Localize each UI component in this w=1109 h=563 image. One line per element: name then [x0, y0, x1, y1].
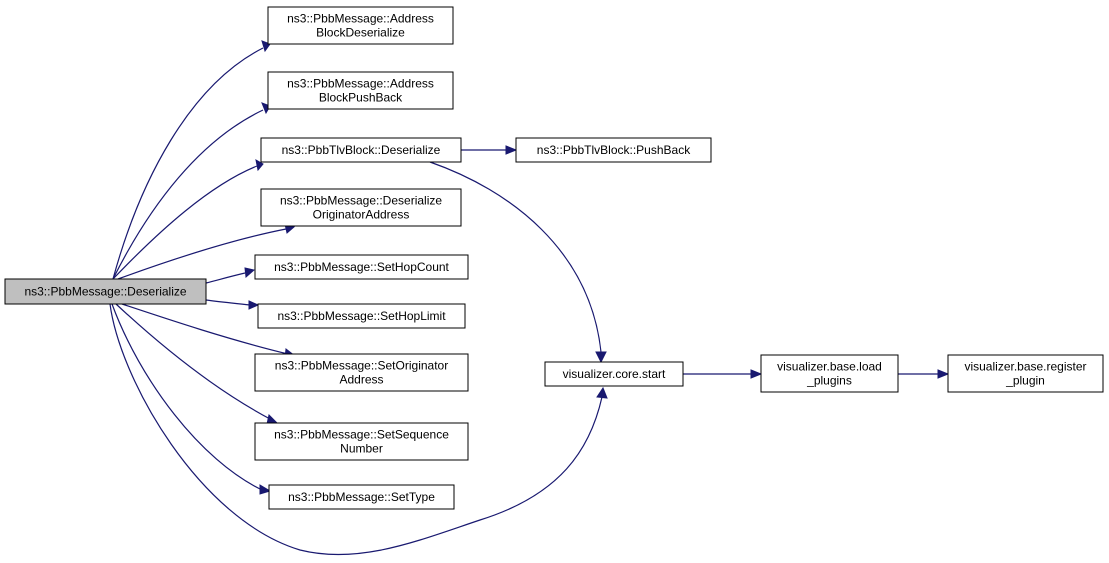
- arrowhead-root-to-settype: [259, 484, 272, 495]
- arrowhead-root-to-tlvdeser: [255, 159, 264, 172]
- node-label: ns3::PbbTlvBlock::PushBack: [537, 143, 691, 157]
- node-box[interactable]: [544, 361, 684, 387]
- node-tlvpush[interactable]: ns3::PbbTlvBlock::PushBack: [515, 137, 712, 163]
- edge-root-to-addrblockpush: [112, 109, 264, 280]
- edge-root-to-origdeser: [117, 228, 287, 280]
- edges-layer: [109, 40, 950, 556]
- node-label: ns3::PbbMessage::Deserialize: [280, 194, 442, 208]
- node-label: _plugin: [1005, 374, 1045, 388]
- edge-root-to-addrblockdeser: [112, 47, 264, 280]
- node-box[interactable]: [267, 6, 454, 45]
- node-box[interactable]: [4, 278, 207, 305]
- arrowhead-root-to-sethopcount: [244, 267, 256, 279]
- node-label: visualizer.core.start: [563, 367, 666, 381]
- node-label: BlockPushBack: [319, 91, 403, 105]
- arrowhead-tlvdeser-to-vizstart: [595, 351, 607, 364]
- node-label: ns3::PbbMessage::SetType: [288, 490, 435, 504]
- arrowhead-loadplugins-to-registerplugin: [937, 369, 950, 379]
- arrowhead-root-to-vizstart: [596, 386, 608, 399]
- node-label: ns3::PbbMessage::SetOriginator: [275, 359, 448, 373]
- node-label: BlockDeserialize: [316, 26, 405, 40]
- node-label: ns3::PbbMessage::SetHopCount: [274, 260, 449, 274]
- node-label: ns3::PbbMessage::Address: [287, 12, 434, 26]
- node-sethoplimit[interactable]: ns3::PbbMessage::SetHopLimit: [257, 303, 466, 329]
- node-label: Address: [339, 373, 383, 387]
- node-label: ns3::PbbMessage::Address: [287, 77, 434, 91]
- node-box[interactable]: [260, 137, 462, 163]
- edge-root-to-settype: [111, 303, 263, 491]
- node-registerplugin[interactable]: visualizer.base.register_plugin: [947, 354, 1104, 393]
- node-box[interactable]: [267, 71, 454, 110]
- node-sethopcount[interactable]: ns3::PbbMessage::SetHopCount: [254, 254, 469, 280]
- arrowhead-root-to-sethoplimit: [248, 300, 260, 310]
- edge-root-to-sethoplimit: [205, 299, 251, 306]
- node-label: _plugins: [806, 374, 852, 388]
- arrowhead-tlvdeser-to-tlvpush: [505, 145, 518, 155]
- node-label: ns3::PbbMessage::SetSequence: [274, 428, 449, 442]
- node-label: ns3::PbbTlvBlock::Deserialize: [282, 143, 441, 157]
- node-root[interactable]: ns3::PbbMessage::Deserialize: [4, 278, 207, 305]
- edge-root-to-setseq: [115, 303, 273, 421]
- node-box[interactable]: [257, 303, 466, 329]
- node-label: ns3::PbbMessage::Deserialize: [24, 285, 186, 299]
- edge-root-to-setorig: [121, 303, 289, 355]
- node-box[interactable]: [254, 353, 469, 392]
- edge-root-to-sethopcount: [205, 272, 246, 284]
- node-box[interactable]: [254, 254, 469, 280]
- node-loadplugins[interactable]: visualizer.base.load_plugins: [760, 354, 899, 393]
- edge-tlvdeser-to-vizstart: [429, 161, 602, 353]
- node-settype[interactable]: ns3::PbbMessage::SetType: [268, 484, 455, 510]
- node-label: visualizer.base.load: [777, 360, 882, 374]
- node-origdeser[interactable]: ns3::PbbMessage::DeserializeOriginatorAd…: [260, 188, 462, 227]
- node-box[interactable]: [254, 422, 469, 461]
- node-label: OriginatorAddress: [313, 208, 410, 222]
- node-box[interactable]: [760, 354, 899, 393]
- edge-root-to-tlvdeser: [112, 165, 258, 280]
- node-box[interactable]: [268, 484, 455, 510]
- arrowhead-vizstart-to-loadplugins: [750, 369, 763, 379]
- node-box[interactable]: [260, 188, 462, 227]
- node-label: ns3::PbbMessage::SetHopLimit: [277, 309, 446, 323]
- node-label: visualizer.base.register: [964, 360, 1086, 374]
- edge-root-to-vizstart: [109, 303, 603, 556]
- node-box[interactable]: [947, 354, 1104, 393]
- node-box[interactable]: [515, 137, 712, 163]
- node-vizstart[interactable]: visualizer.core.start: [544, 361, 684, 387]
- node-tlvdeser[interactable]: ns3::PbbTlvBlock::Deserialize: [260, 137, 462, 163]
- node-label: Number: [340, 442, 383, 456]
- nodes-layer: ns3::PbbMessage::Deserializens3::PbbMess…: [4, 6, 1104, 510]
